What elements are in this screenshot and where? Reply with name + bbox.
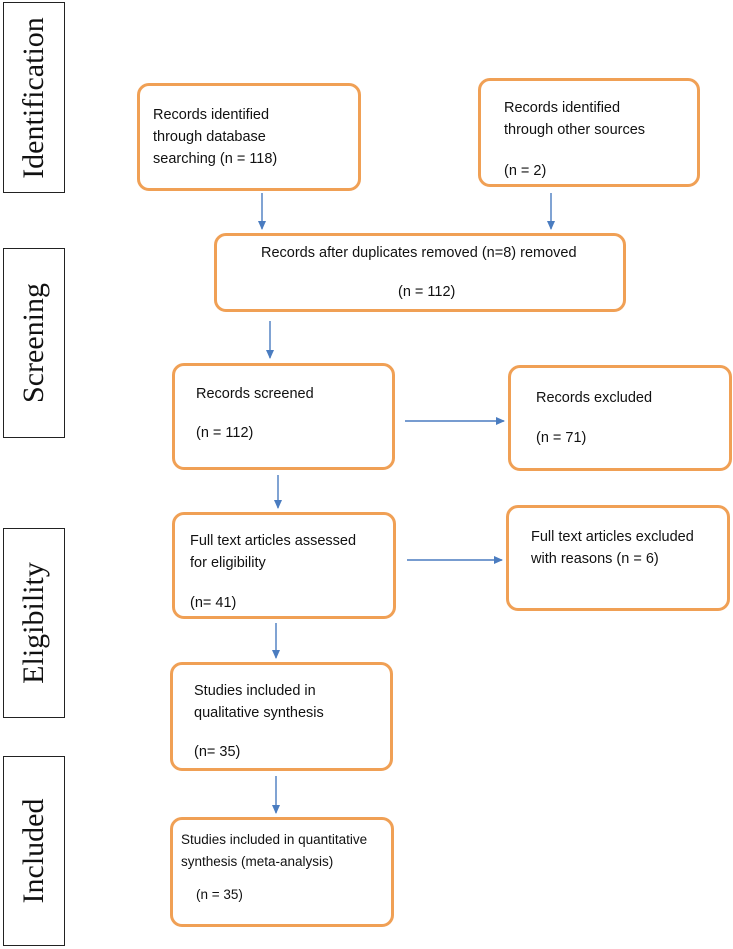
box-qualitative-synthesis-count: (n= 35) bbox=[194, 744, 241, 760]
box-fulltext-excluded-text: Full text articles excluded with reasons… bbox=[531, 529, 694, 567]
box-records-screened-count: (n = 112) bbox=[196, 425, 254, 441]
box-records-other-sources-count: (n = 2) bbox=[504, 163, 547, 179]
box-records-excluded-text: Records excluded bbox=[536, 390, 653, 406]
box-quantitative-synthesis-count: (n = 35) bbox=[196, 887, 243, 902]
box-records-after-duplicates: Records after duplicates removed (n=8) r… bbox=[214, 233, 626, 312]
box-fulltext-assessed-count: (n= 41) bbox=[190, 595, 237, 611]
box-quantitative-synthesis-text: Studies included in quantitative synthes… bbox=[181, 832, 368, 869]
box-qualitative-synthesis-text: Studies included in qualitative synthesi… bbox=[194, 683, 324, 721]
box-fulltext-assessed: Full text articles assessed for eligibil… bbox=[172, 512, 396, 619]
box-records-excluded-count: (n = 71) bbox=[536, 430, 587, 446]
phase-identification: Identification bbox=[3, 2, 65, 193]
box-records-database: Records identified through database sear… bbox=[137, 83, 361, 191]
box-records-after-duplicates-count: (n = 112) bbox=[398, 284, 456, 300]
box-fulltext-excluded: Full text articles excluded with reasons… bbox=[506, 505, 730, 611]
box-records-screened: Records screened (n = 112) bbox=[172, 363, 395, 470]
box-records-after-duplicates-text: Records after duplicates removed (n=8) r… bbox=[261, 245, 577, 261]
box-records-other-sources: Records identified through other sources… bbox=[478, 78, 700, 187]
box-quantitative-synthesis: Studies included in quantitative synthes… bbox=[170, 817, 394, 927]
box-records-screened-text: Records screened bbox=[196, 386, 314, 402]
phase-included: Included bbox=[3, 756, 65, 946]
phase-screening: Screening bbox=[3, 248, 65, 438]
box-records-database-text: Records identified through database sear… bbox=[153, 107, 278, 167]
box-qualitative-synthesis: Studies included in qualitative synthesi… bbox=[170, 662, 393, 771]
phase-eligibility: Eligibility bbox=[3, 528, 65, 718]
box-fulltext-assessed-text: Full text articles assessed for eligibil… bbox=[190, 533, 357, 571]
box-records-excluded: Records excluded (n = 71) bbox=[508, 365, 732, 471]
box-records-other-sources-text: Records identified through other sources bbox=[504, 100, 646, 138]
